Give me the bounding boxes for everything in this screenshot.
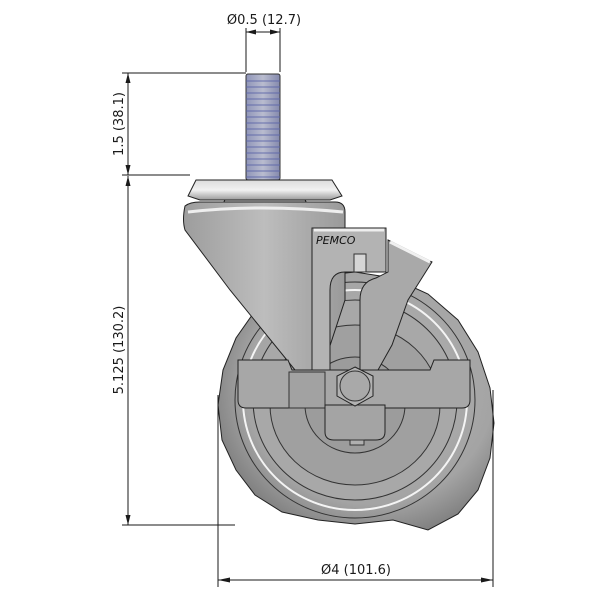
wheel-diameter-dimension: Ø4 (101.6) bbox=[217, 390, 494, 587]
overall-height-label: 5.125 (130.2) bbox=[112, 306, 127, 395]
fork-yoke bbox=[183, 201, 346, 371]
caster-illustration: PEMCO bbox=[183, 73, 495, 531]
threaded-stem bbox=[245, 73, 281, 181]
brand-label: PEMCO bbox=[316, 234, 356, 247]
stem-diameter-dimension: Ø0.5 (12.7) bbox=[227, 13, 301, 72]
wheel-diameter-label: Ø4 (101.6) bbox=[321, 563, 391, 578]
stem-diameter-label: Ø0.5 (12.7) bbox=[227, 13, 301, 28]
stem-height-label: 1.5 (38.1) bbox=[112, 92, 127, 156]
dimension-annotations: Ø0.5 (12.7) 1.5 (38.1) 5.125 (130.2) bbox=[112, 13, 494, 587]
brake-assembly: PEMCO bbox=[311, 227, 433, 371]
overall-height-dimension: 5.125 (130.2) bbox=[112, 176, 235, 526]
axle-nut bbox=[336, 366, 374, 407]
stem-height-dimension: 1.5 (38.1) bbox=[112, 72, 246, 176]
